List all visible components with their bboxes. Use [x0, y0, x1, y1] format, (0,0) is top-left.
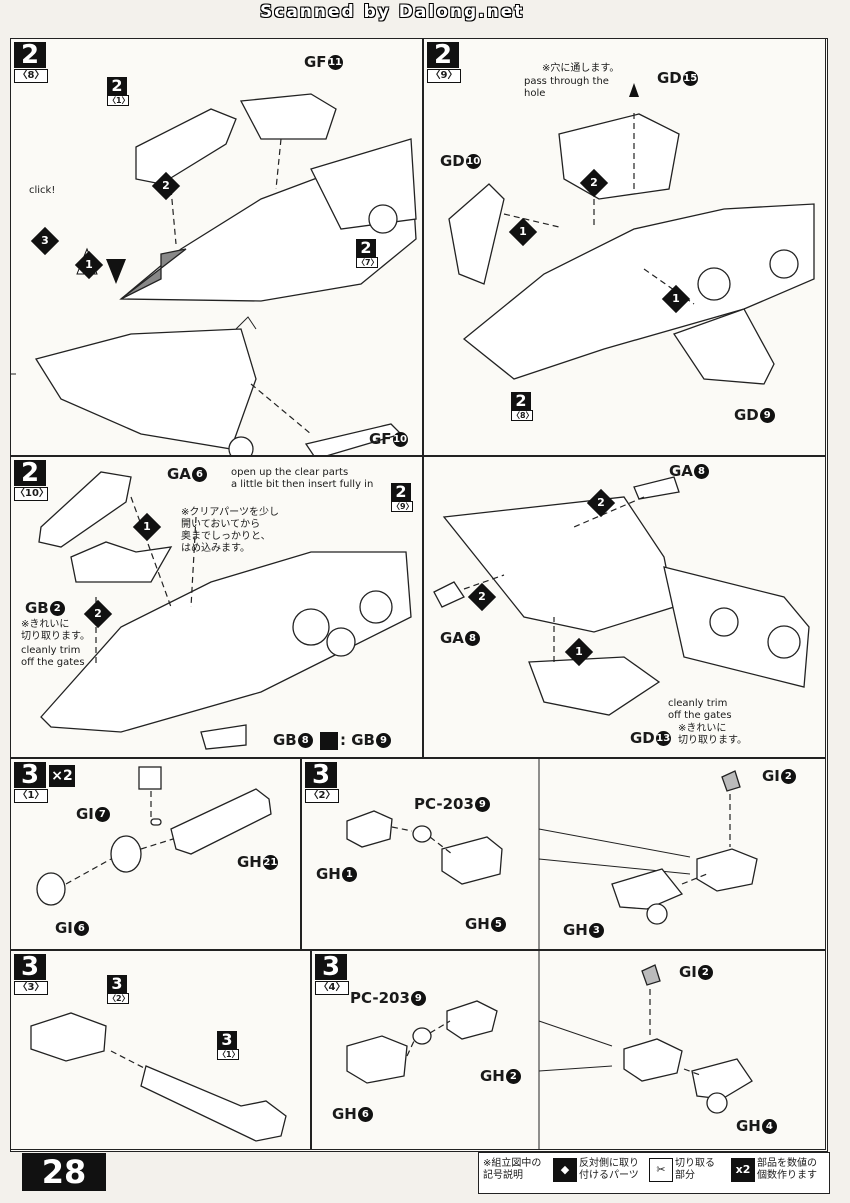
- step-badge: 2 〈8〉: [14, 42, 48, 83]
- hole-note-jp: ※穴に通します。: [542, 63, 620, 74]
- symbol-legend: ※組立図中の 記号説明 ◆ 反対側に取り 付けるパーツ ✂ 切り取る 部分 x2…: [478, 1152, 830, 1194]
- assembly-illustration: [36, 766, 272, 906]
- trim-note-en: cleanly trim off the gates: [668, 698, 732, 721]
- trim-note-jp: ※きれいに 切り取ります。: [21, 619, 90, 642]
- legend-item-quantity: 部品を数値の 個数作ります: [757, 1158, 817, 1181]
- assembly-illustration: [448, 83, 815, 385]
- click-note: click!: [29, 185, 56, 196]
- clear-parts-note-jp: ※クリアパーツを少し 開いておいてから 奥までしっかりと、 はめ込みます。: [181, 507, 279, 554]
- assembly-illustration: [38, 471, 412, 750]
- order-marker-2b: 2: [467, 582, 497, 612]
- step-ref-3-2: 3〈2〉: [107, 974, 130, 1004]
- page-number: 28: [22, 1153, 106, 1191]
- step-badge: 2 〈10〉: [14, 458, 49, 501]
- quantity-badge: ×2: [49, 765, 75, 787]
- order-marker-2: 2: [83, 599, 113, 629]
- order-marker-1: 1: [132, 512, 162, 542]
- step-ref-3-1: 3〈1〉: [217, 1030, 240, 1060]
- step-ref-2-1: 2〈1〉: [107, 76, 130, 106]
- cutter-icon: ✂: [649, 1158, 673, 1182]
- order-marker-2: 2: [579, 168, 609, 198]
- order-marker-1: 1: [564, 637, 594, 667]
- assembly-illustration: [433, 476, 810, 716]
- assembly-illustration: [346, 951, 753, 1149]
- assembly-illustration: [11, 93, 417, 455]
- quantity-icon: x2: [731, 1158, 755, 1182]
- legend-item-cut: 切り取る 部分: [675, 1158, 715, 1181]
- opposite-side-icon: ◆: [553, 1158, 577, 1182]
- assembly-illustration: [30, 1012, 287, 1142]
- step-badge: 3 〈2〉: [305, 762, 339, 803]
- step-badge: 2 〈9〉: [427, 42, 461, 83]
- step-ref-2-9: 2〈9〉: [391, 482, 414, 512]
- trim-note-jp: ※きれいに 切り取ります。: [678, 723, 747, 746]
- order-marker-1: 1: [508, 217, 538, 247]
- order-marker-1b: 1: [661, 284, 691, 314]
- legend-title: ※組立図中の 記号説明: [483, 1158, 542, 1181]
- step-badge: 3 〈1〉: [14, 762, 48, 803]
- opposite-side-icon: [319, 731, 338, 750]
- order-marker-2: 2: [151, 171, 181, 201]
- hole-note-en: pass through the hole: [524, 76, 609, 99]
- step-ref-2-8: 2〈8〉: [511, 391, 534, 421]
- assembly-illustration: [346, 759, 758, 949]
- scan-credit: Scanned by Dalong.net: [260, 2, 525, 22]
- order-marker-1: 1: [74, 250, 104, 280]
- trim-note-en: cleanly trim off the gates: [21, 645, 85, 668]
- step-badge: 3 〈3〉: [14, 954, 48, 995]
- panel-step-3-3: 3 〈3〉 3〈2〉 3〈1〉: [10, 950, 311, 1150]
- order-marker-2: 2: [586, 488, 616, 518]
- order-marker-3: 3: [30, 226, 60, 256]
- step-ref-2-7: 2〈7〉: [356, 238, 379, 268]
- step-badge: 3 〈4〉: [315, 954, 349, 995]
- legend-item-opposite: 反対側に取り 付けるパーツ: [579, 1158, 639, 1181]
- clear-parts-note-en: open up the clear parts a little bit the…: [231, 467, 374, 490]
